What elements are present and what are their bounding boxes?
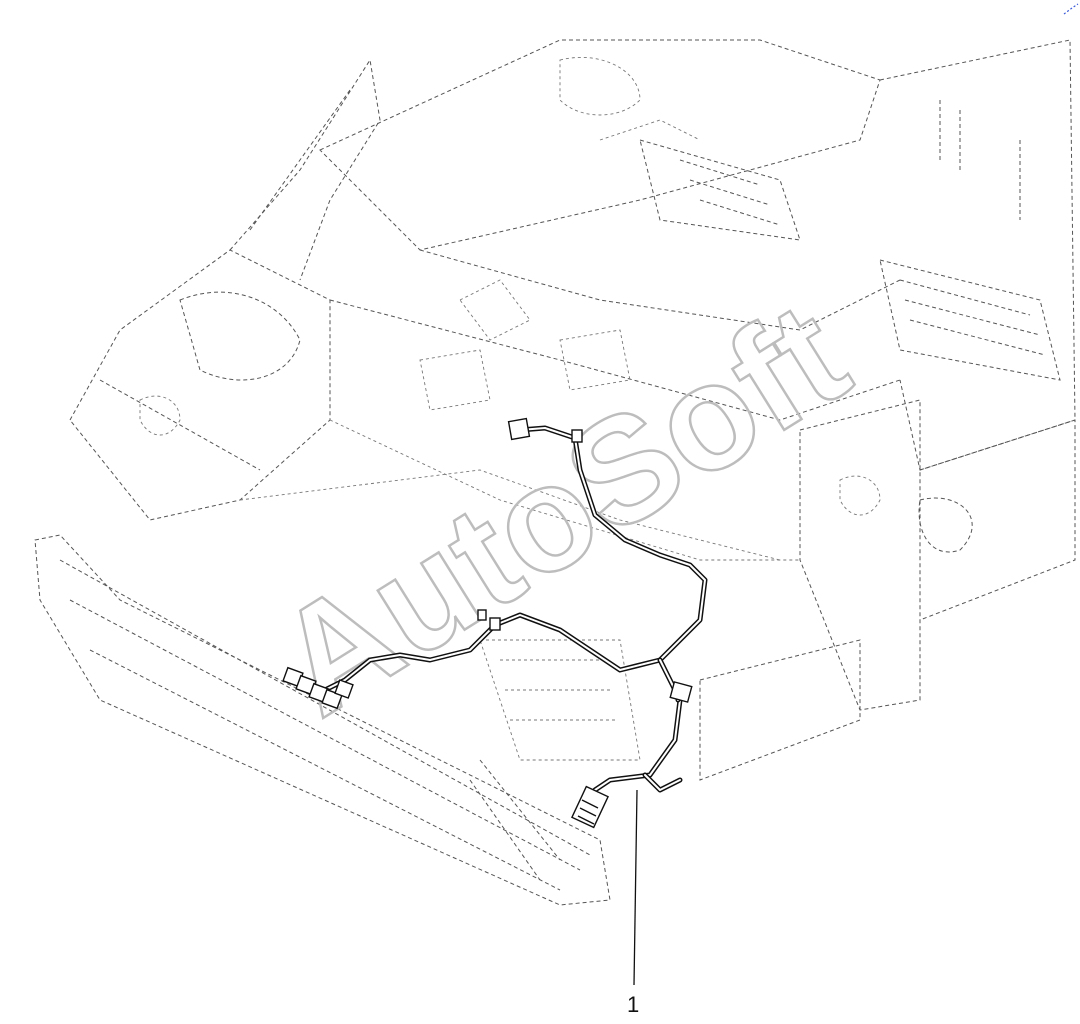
harness-connectors	[282, 417, 693, 829]
chassis-outline	[34, 39, 1076, 906]
callout-1: 1	[627, 789, 639, 1017]
corner-mark	[1063, 3, 1079, 15]
callout-label-1: 1	[627, 992, 639, 1017]
watermark-text: AutoSoft	[248, 269, 874, 747]
callout-leader-line	[633, 789, 638, 986]
